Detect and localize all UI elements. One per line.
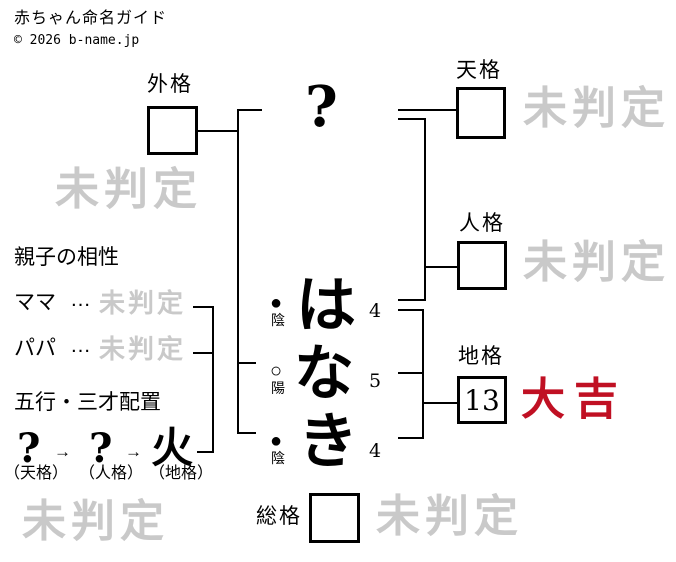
yin-yang-label-2: 陽 xyxy=(271,380,285,396)
tenkaku-label: 天格 xyxy=(456,59,502,82)
yin-yang-label-1: 陰 xyxy=(271,312,285,328)
tenkaku-value-box xyxy=(456,87,506,139)
papa-label: パパ xyxy=(14,337,56,360)
gogyou-title: 五行・三才配置 xyxy=(14,391,161,414)
soukaku-value-box xyxy=(309,493,360,543)
mama-result-watermark: 未判定 xyxy=(99,289,187,319)
page-title: 赤ちゃん命名ガイド xyxy=(14,10,168,27)
yin-yang-label-3: 陰 xyxy=(271,450,285,466)
gaikaku-bracket xyxy=(198,109,262,434)
surname-char: ? xyxy=(305,74,338,140)
gogyou-sublabel-jinkaku: （人格） xyxy=(79,465,144,482)
stroke-count-1: 4 xyxy=(369,300,382,322)
gogyou-arrow-2: → xyxy=(125,442,142,461)
name-char-1: は xyxy=(296,271,356,341)
jinkaku-value-box xyxy=(457,241,507,290)
chikaku-value-box: 13 xyxy=(457,376,507,424)
yin-yang-symbol-3: ● xyxy=(270,430,283,452)
gogyou-element-tenkaku: ? xyxy=(17,425,41,472)
jinkaku-result-watermark: 未判定 xyxy=(523,237,670,288)
chikaku-label: 地格 xyxy=(458,345,504,368)
mama-label: ママ xyxy=(14,291,56,314)
soukaku-result-watermark: 未判定 xyxy=(376,491,523,542)
gogyou-element-chikaku: 火 xyxy=(151,423,194,472)
name-char-2: な xyxy=(294,339,354,409)
compatibility-title: 親子の相性 xyxy=(14,246,119,269)
yin-yang-symbol-2: ○ xyxy=(270,360,283,382)
copyright-text: © 2026 b-name.jp xyxy=(14,33,140,48)
soukaku-label: 総格 xyxy=(256,505,302,528)
name-char-3: き xyxy=(298,407,358,477)
gogyou-sublabel-chikaku: （地格） xyxy=(149,465,214,482)
stroke-count-3: 4 xyxy=(369,440,382,462)
stroke-count-2: 5 xyxy=(369,370,382,392)
gaikaku-result-watermark: 未判定 xyxy=(55,164,202,215)
yin-yang-symbol-1: ● xyxy=(270,292,283,314)
gaikaku-value-box xyxy=(147,106,198,155)
mama-dots: … xyxy=(70,288,91,311)
chikaku-bracket xyxy=(398,309,457,439)
gaikaku-label: 外格 xyxy=(147,73,193,96)
jinkaku-label: 人格 xyxy=(459,212,505,235)
gogyou-arrow-1: → xyxy=(54,442,71,461)
family-bracket xyxy=(193,306,214,453)
papa-dots: … xyxy=(70,334,91,357)
gogyou-element-jinkaku: ? xyxy=(89,425,113,472)
tenkaku-result-watermark: 未判定 xyxy=(523,83,670,134)
gogyou-sublabel-tenkaku: （天格） xyxy=(4,465,69,482)
jinkaku-bracket xyxy=(398,118,457,301)
chikaku-result-text: 大吉 xyxy=(521,374,627,425)
papa-result-watermark: 未判定 xyxy=(99,335,187,365)
bottom-left-watermark: 未判定 xyxy=(22,496,169,547)
